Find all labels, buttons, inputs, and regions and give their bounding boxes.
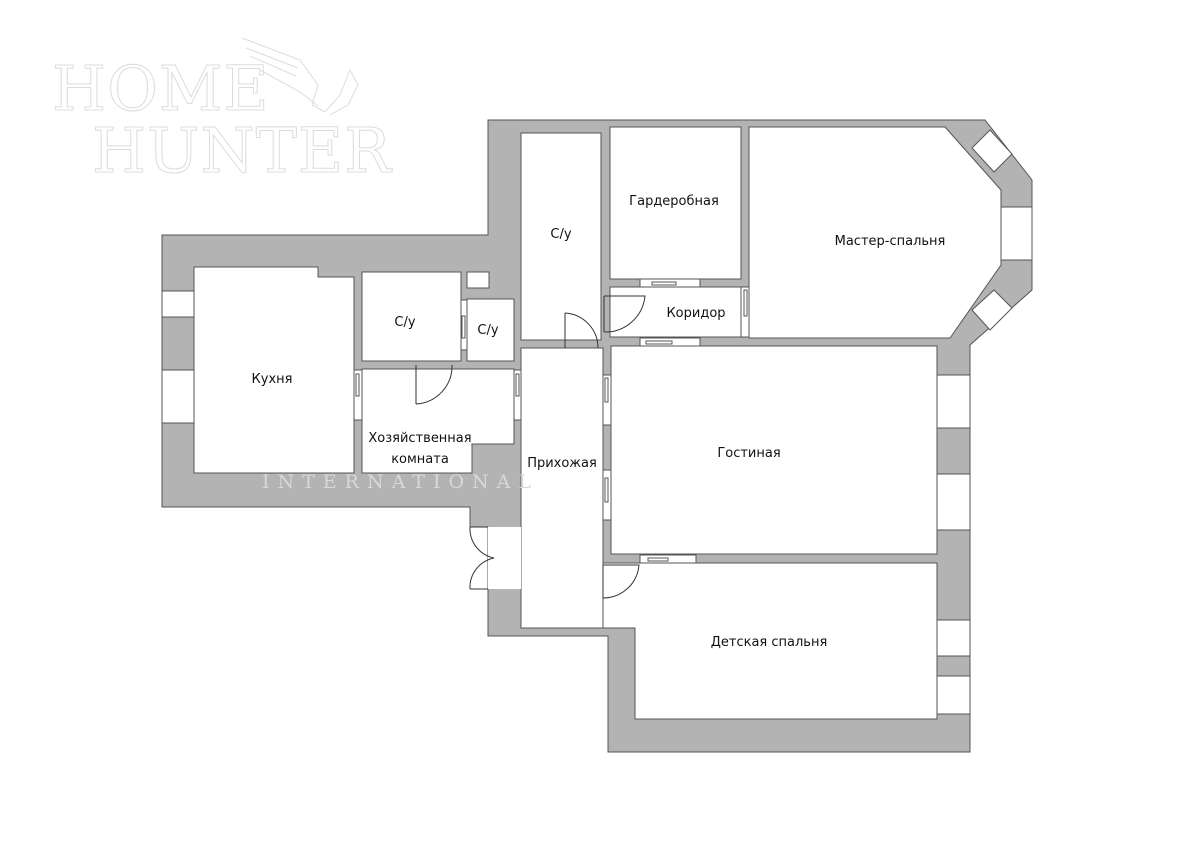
entrance-door-right[interactable] <box>469 557 495 590</box>
label-corridor: Коридор <box>666 306 725 321</box>
door-corridor[interactable] <box>603 295 646 333</box>
label-master: Мастер-спальня <box>835 234 946 249</box>
window <box>1000 206 1033 261</box>
door-bath-3[interactable] <box>564 312 599 349</box>
entrance-door-left[interactable] <box>469 526 495 559</box>
niche <box>466 271 490 289</box>
room-hall <box>520 347 604 629</box>
window <box>936 374 971 429</box>
label-kitchen: Кухня <box>252 372 293 387</box>
label-utility-2: комната <box>391 452 449 467</box>
room-labels: Кухня С/у С/у С/у Хозяйственная комната … <box>252 194 946 650</box>
room-living <box>610 345 938 555</box>
windows <box>161 129 1033 715</box>
room-bath-2 <box>466 298 515 362</box>
room-kitchen <box>193 266 355 474</box>
label-hall: Прихожая <box>527 456 597 471</box>
label-utility-1: Хозяйственная <box>368 431 471 446</box>
label-bath-3: С/у <box>550 227 571 242</box>
eagle-icon <box>241 37 359 116</box>
room-bath-1 <box>361 271 462 362</box>
door-kids[interactable] <box>602 564 640 599</box>
room-utility <box>361 368 515 474</box>
room-corridor <box>609 286 742 338</box>
window <box>971 289 1013 331</box>
watermark-international: INTERNATIONAL <box>262 471 539 493</box>
window <box>936 619 971 657</box>
door-utility[interactable] <box>415 364 453 405</box>
window <box>971 129 1013 173</box>
room-master <box>748 126 1002 339</box>
watermark-home: HOME <box>52 52 270 125</box>
window <box>161 290 195 318</box>
window <box>161 369 195 424</box>
doors <box>415 295 646 599</box>
window <box>936 675 971 715</box>
label-kids: Детская спальня <box>711 635 828 650</box>
watermark-hunter: HUNTER <box>92 114 393 187</box>
rooms <box>193 126 1002 720</box>
label-bath-2: С/у <box>477 323 498 338</box>
label-bath-1: С/у <box>394 315 415 330</box>
label-wardrobe: Гардеробная <box>629 194 719 209</box>
room-kids <box>602 562 938 720</box>
room-bath-3 <box>520 132 602 341</box>
window <box>936 473 971 531</box>
sliding-doors <box>353 278 750 564</box>
watermark-logo: HOME HUNTER <box>52 37 393 188</box>
label-living: Гостиная <box>717 446 780 461</box>
